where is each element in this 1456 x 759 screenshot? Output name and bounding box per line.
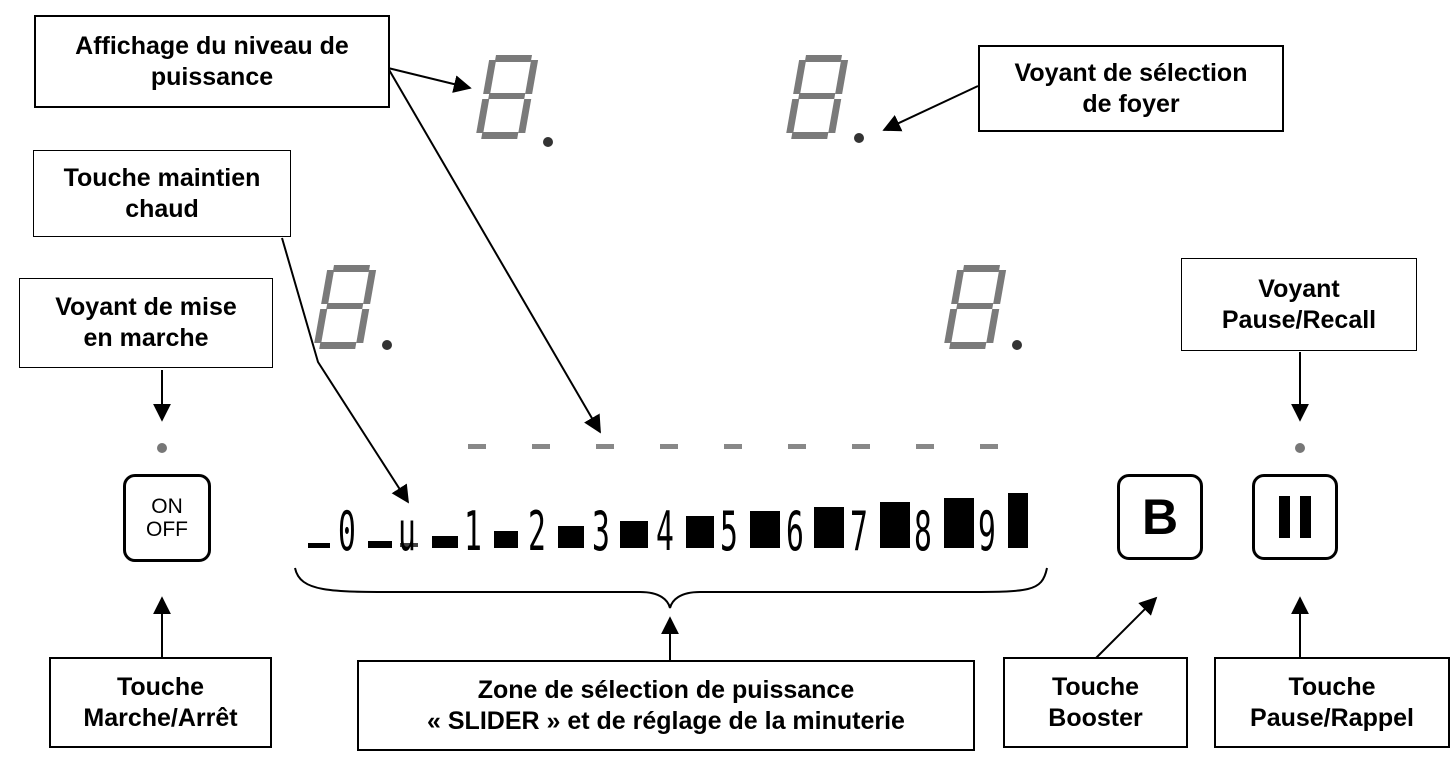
slider-level-6[interactable]: 6: [786, 500, 804, 563]
label-power-display: Affichage du niveau de puissance: [34, 15, 390, 108]
leader-lines: [153, 67, 1309, 660]
slider-level-keep-warm[interactable]: u: [398, 500, 416, 563]
slider-level-7[interactable]: 7: [850, 500, 868, 563]
label-pause-key: Touche Pause/Rappel: [1214, 657, 1450, 748]
label-slider-zone: Zone de sélection de puissance « SLIDER …: [357, 660, 975, 751]
slider-level-1[interactable]: 1: [464, 500, 482, 563]
label-keep-warm-key: Touche maintien chaud: [33, 150, 291, 237]
slider-level-5[interactable]: 5: [720, 500, 738, 563]
pause-button[interactable]: [1252, 474, 1338, 560]
label-pause-led: Voyant Pause/Recall: [1181, 258, 1417, 351]
on-off-button-off: OFF: [146, 518, 188, 541]
pause-icon: [1279, 496, 1311, 538]
label-booster-key: Touche Booster: [1003, 657, 1188, 748]
slider-level-9[interactable]: 9: [978, 500, 996, 563]
slider-level-3[interactable]: 3: [592, 500, 610, 563]
on-off-button[interactable]: ON OFF: [123, 474, 211, 562]
label-zone-selection-led: Voyant de sélection de foyer: [978, 45, 1284, 132]
slider-bars: [308, 493, 1028, 548]
label-onoff-key: Touche Marche/Arrêt: [49, 657, 272, 748]
booster-button[interactable]: B: [1117, 474, 1203, 560]
label-power-on-led: Voyant de mise en marche: [19, 278, 273, 368]
on-off-button-on: ON: [151, 495, 183, 518]
power-display-top-right: [786, 55, 864, 143]
pause-led: [1295, 443, 1305, 453]
slider-level-4[interactable]: 4: [656, 500, 674, 563]
slider-level-8[interactable]: 8: [914, 500, 932, 563]
timer-dashes: [468, 444, 998, 449]
power-display-bottom-left: [314, 265, 392, 350]
slider-brace: [294, 567, 1048, 609]
power-display-top-left: [476, 55, 553, 147]
slider-level-0[interactable]: 0: [338, 500, 356, 563]
slider-level-2[interactable]: 2: [528, 500, 546, 563]
power-display-bottom-right: [944, 265, 1022, 350]
power-on-led: [157, 443, 167, 453]
